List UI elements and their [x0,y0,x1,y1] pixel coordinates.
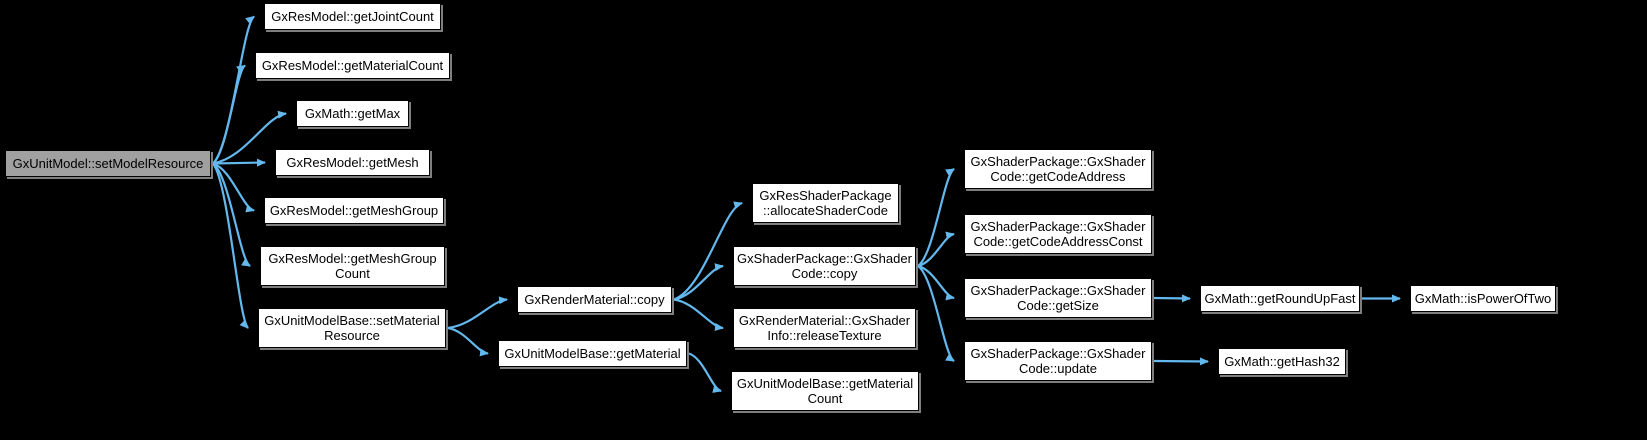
graph-node-setModelResource[interactable]: GxUnitModel::setModelResource [5,150,211,177]
graph-node-shaderCodeCopy[interactable]: GxShaderPackage::GxShader Code::copy [733,246,916,286]
graph-node-getMaterial[interactable]: GxUnitModelBase::getMaterial [498,340,687,367]
graph-node-getMeshGroup[interactable]: GxResModel::getMeshGroup [264,197,444,224]
edge-setModelResource-to-getMeshGroupCount [212,162,251,267]
graph-node-getMax[interactable]: GxMath::getMax [296,100,409,127]
graph-node-renderMaterialCopy[interactable]: GxRenderMaterial::copy [517,286,672,313]
edge-setModelResource-to-getMax [212,110,287,165]
edge-renderMaterialCopy-to-allocateShaderCode [673,201,743,301]
graph-node-setMaterialResource[interactable]: GxUnitModelBase::setMaterial Resource [258,308,446,348]
edge-setMaterialResource-to-getMaterial [447,326,489,357]
graph-node-getMaterialCount[interactable]: GxResModel::getMaterialCount [255,52,450,79]
edge-shaderCodeCopy-to-getCodeAddress [917,168,955,267]
edge-setModelResource-to-getJointCount [212,15,255,165]
edge-getSize-to-getRoundUpFast [1153,294,1191,303]
edge-renderMaterialCopy-to-releaseTexture [673,298,724,331]
graph-node-getCodeAddress[interactable]: GxShaderPackage::GxShader Code::getCodeA… [964,149,1152,189]
edge-shaderCodeCopy-to-update [917,265,955,362]
graph-node-getMeshGroupCount[interactable]: GxResModel::getMeshGroup Count [260,246,445,286]
graph-node-getHash32[interactable]: GxMath::getHash32 [1218,348,1346,375]
graph-node-getRoundUpFast[interactable]: GxMath::getRoundUpFast [1200,285,1360,312]
graph-node-releaseTexture[interactable]: GxRenderMaterial::GxShader Info::release… [733,308,916,348]
edge-renderMaterialCopy-to-shaderCodeCopy [673,263,724,301]
edge-setModelResource-to-getMeshGroup [212,162,255,213]
graph-node-getJointCount[interactable]: GxResModel::getJointCount [264,3,441,30]
edge-update-to-getHash32 [1153,357,1209,366]
graph-node-getCodeAddressConst[interactable]: GxShaderPackage::GxShader Code::getCodeA… [964,214,1152,254]
edge-shaderCodeCopy-to-getSize [917,264,955,301]
graph-node-allocateShaderCode[interactable]: GxResShaderPackage ::allocateShaderCode [752,183,899,223]
edge-getMaterial-to-getMaterialCountBase [688,352,722,393]
edge-setModelResource-to-getMaterialCount [212,64,246,165]
edge-setModelResource-to-setMaterialResource [212,162,249,329]
edge-setModelResource-to-getMesh [212,158,266,167]
graph-node-getMaterialCountBase[interactable]: GxUnitModelBase::getMaterial Count [731,371,919,411]
graph-node-getMesh[interactable]: GxResModel::getMesh [275,149,430,176]
edge-shaderCodeCopy-to-getCodeAddressConst [917,231,955,268]
graph-node-isPowerOfTwo[interactable]: GxMath::isPowerOfTwo [1410,285,1556,312]
graph-node-getSize[interactable]: GxShaderPackage::GxShader Code::getSize [964,278,1152,318]
edge-setMaterialResource-to-renderMaterialCopy [447,296,508,330]
graph-node-update[interactable]: GxShaderPackage::GxShader Code::update [964,341,1152,381]
